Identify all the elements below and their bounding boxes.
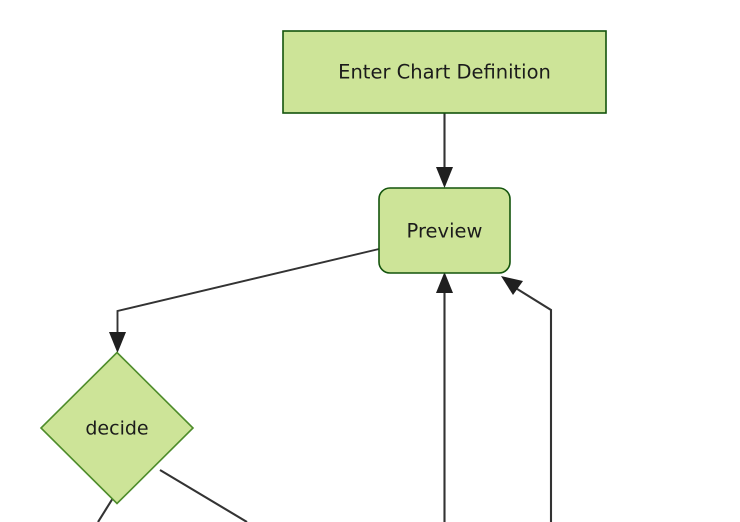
arrow-head-enter-to-preview bbox=[436, 167, 453, 188]
node-decide[interactable]: decide bbox=[39, 351, 195, 505]
arrow-head-preview-to-decide bbox=[109, 332, 126, 353]
edge-bottom-center-to-preview bbox=[436, 272, 453, 522]
edge-bottom-right-to-preview bbox=[501, 276, 553, 522]
edge-enter-to-preview bbox=[436, 113, 453, 188]
edge-line-bottom-right-to-preview bbox=[513, 286, 553, 522]
node-enter-chart-definition[interactable]: Enter Chart Definition bbox=[282, 30, 607, 114]
node-shape-enter-chart-definition[interactable] bbox=[282, 30, 607, 114]
arrow-head-bottom-right-to-preview bbox=[501, 276, 523, 295]
edge-line-decide-bottom-right bbox=[159, 469, 248, 522]
edge-line-decide-bottom-left bbox=[97, 497, 114, 522]
arrow-head-bottom-center-to-preview bbox=[436, 272, 453, 293]
node-shape-preview[interactable] bbox=[378, 187, 511, 274]
node-shape-decide[interactable] bbox=[39, 351, 195, 505]
edge-line-preview-to-decide bbox=[116, 248, 380, 337]
node-preview[interactable]: Preview bbox=[378, 187, 511, 274]
edge-preview-to-decide bbox=[109, 248, 380, 353]
edge-decide-bottom-right bbox=[159, 469, 248, 522]
edge-decide-bottom-left bbox=[97, 497, 114, 522]
